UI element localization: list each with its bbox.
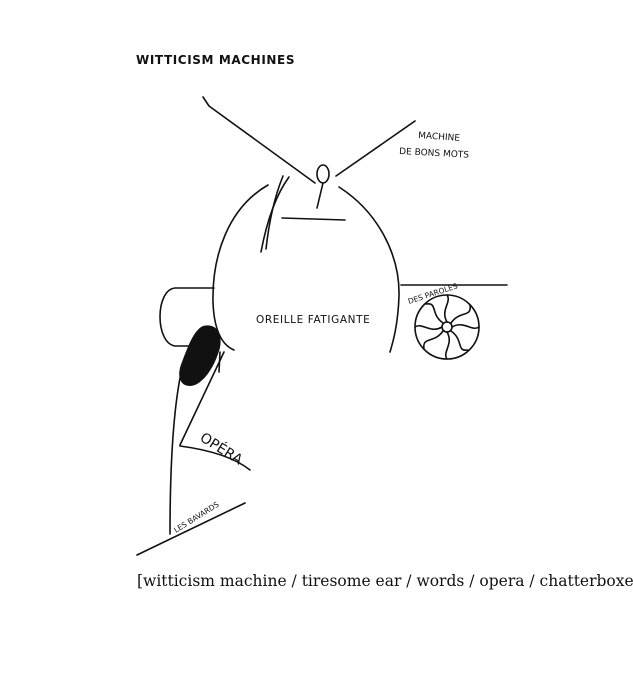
short-bar [281, 217, 346, 221]
spoon-head [316, 164, 330, 184]
label-opera: OPÉRA [197, 429, 246, 469]
lever-line [202, 96, 316, 184]
funnel-right [179, 351, 225, 446]
figure-caption: [witticism machine / tiresome ear / word… [137, 572, 633, 590]
label-machine-line1: MACHINE [418, 131, 461, 144]
ear-dome [212, 184, 269, 351]
label-chatterboxes: LES BAVARDS [172, 500, 221, 535]
ear-dome-right [338, 186, 400, 353]
opera-curve [179, 445, 251, 471]
spoon-handle [316, 182, 324, 209]
base-line [136, 502, 246, 556]
machine-pointer-line [335, 120, 416, 177]
shaded-mass [179, 325, 221, 386]
small-stroke [218, 351, 221, 373]
tube-left [260, 176, 290, 253]
label-ear: OREILLE FATIGANTE [256, 314, 370, 326]
left-lobe [159, 287, 215, 347]
tube-right [265, 175, 284, 250]
label-machine-line2: DE BONS MOTS [399, 147, 470, 161]
page-heading: WITTICISM MACHINES [136, 53, 296, 67]
funnel-left [169, 377, 181, 535]
